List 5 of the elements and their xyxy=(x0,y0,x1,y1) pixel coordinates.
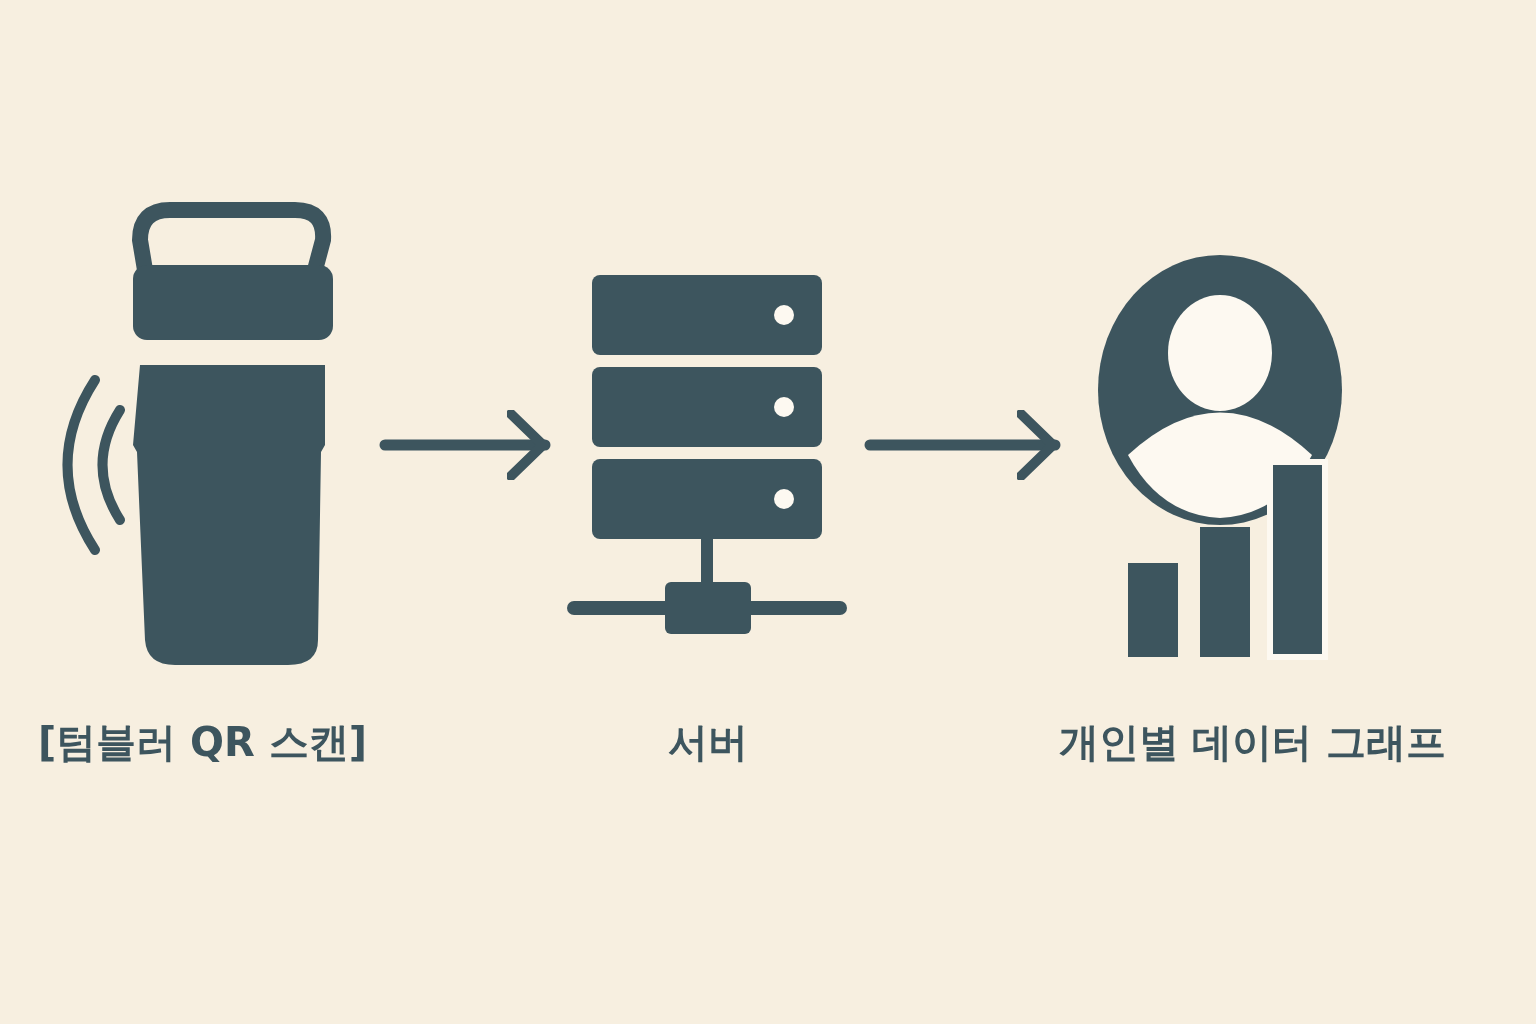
node-label: 개인별 데이터 그래프 xyxy=(1058,718,1447,767)
node-label: 서버 xyxy=(667,718,748,767)
node-label: [텀블러 QR 스캔] xyxy=(37,718,368,767)
arrow xyxy=(864,409,1061,481)
arrow xyxy=(379,409,551,481)
